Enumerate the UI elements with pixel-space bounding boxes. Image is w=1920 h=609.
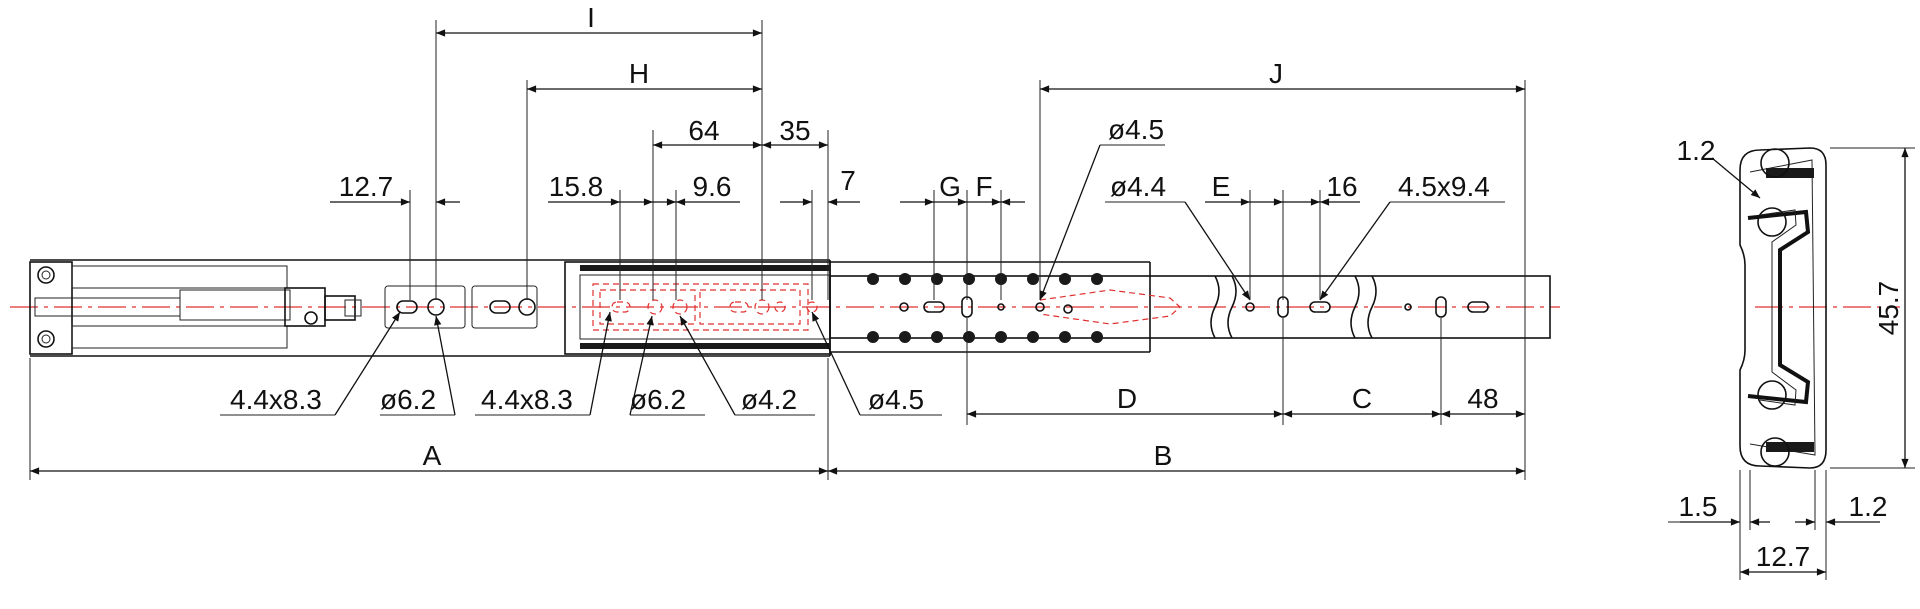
- cross-section-view: 45.7 1.2 1.5 1.2 12.7: [1668, 135, 1915, 580]
- break-line-2: [1227, 275, 1237, 339]
- right-holes: [1245, 296, 1489, 318]
- disconnect-lever-hidden: [1039, 289, 1181, 325]
- section-bar-bottom: [1766, 442, 1814, 452]
- dim-G: G: [939, 171, 961, 202]
- dim-1-2-top: 1.2: [1677, 135, 1716, 166]
- hidden-hole-2: [672, 299, 688, 315]
- slide-side-view: [10, 259, 1560, 357]
- section-ball-1: [1760, 148, 1790, 178]
- section-ball-4: [1760, 437, 1790, 467]
- dim-dia-4-4: ø4.4: [1110, 171, 1166, 202]
- dim-16: 16: [1326, 171, 1357, 202]
- dim-9-6: 9.6: [693, 171, 732, 202]
- break-line-3: [1350, 275, 1360, 339]
- break-line-4: [1367, 275, 1377, 339]
- dim-1-2-right: 1.2: [1849, 491, 1888, 522]
- dim-4-4x8-3-b: 4.4x8.3: [481, 384, 573, 415]
- dim-64: 64: [688, 115, 719, 146]
- ball-cage-hidden: [592, 283, 818, 331]
- break-line-1: [1210, 275, 1220, 339]
- bracket-hole-top: [37, 266, 55, 284]
- dim-B: B: [1154, 440, 1173, 471]
- dim-dia-4-2: ø4.2: [741, 384, 797, 415]
- middle-rail-bottom: [580, 343, 830, 349]
- dim-dia-6-2-b: ø6.2: [630, 384, 686, 415]
- dim-C: C: [1352, 383, 1372, 414]
- section-ball-2: [1757, 207, 1787, 237]
- middle-rail-top: [580, 265, 830, 271]
- dim-48: 48: [1467, 383, 1498, 414]
- ball-bearings-bottom: [867, 331, 1103, 343]
- ball-bearings-top: [867, 273, 1103, 285]
- outer-profile: [1739, 147, 1827, 469]
- dim-4-4x8-3-a: 4.4x8.3: [230, 384, 322, 415]
- bracket-hole-bottom: [37, 330, 55, 348]
- section-ball-3: [1757, 380, 1787, 410]
- dim-45-7: 45.7: [1873, 281, 1904, 336]
- dim-7: 7: [840, 165, 856, 196]
- dim-F: F: [975, 171, 992, 202]
- inner-member: [829, 275, 1551, 339]
- slot-4-4x8-3-a: [396, 300, 418, 314]
- left-bracket: [29, 261, 73, 355]
- lock-mechanism: [284, 287, 362, 327]
- dim-D: D: [1117, 383, 1137, 414]
- dim-J: J: [1269, 58, 1283, 89]
- dim-15-8: 15.8: [549, 171, 604, 202]
- dim-A: A: [423, 440, 442, 471]
- spring-hatch-top: [71, 265, 288, 289]
- dim-12-7-top: 12.7: [339, 171, 394, 202]
- dim-dia-4-5-bottom: ø4.5: [868, 384, 924, 415]
- dim-I: I: [587, 2, 595, 33]
- dim-12-7-bottom: 12.7: [1756, 541, 1811, 572]
- dim-4-5x9-4: 4.5x9.4: [1398, 171, 1490, 202]
- spring-hatch-bottom: [71, 325, 288, 349]
- section-bar-top: [1766, 168, 1814, 178]
- dim-dia-6-2-a: ø6.2: [380, 384, 436, 415]
- slot-4-4x8-3-b: [489, 300, 511, 314]
- dim-1-5: 1.5: [1679, 491, 1718, 522]
- dim-H: H: [629, 58, 649, 89]
- dim-dia-4-5-top: ø4.5: [1108, 114, 1164, 145]
- dim-35: 35: [779, 115, 810, 146]
- bottom-dimensions: 4.4x8.3 ø6.2 4.4x8.3 ø6.2 ø4.2 ø4.5 D C …: [29, 311, 1525, 480]
- dim-E: E: [1212, 171, 1231, 202]
- outer-slots: [384, 285, 538, 329]
- top-dimensions: I H J 64 35 7 12.7 15.8 9.6: [330, 2, 1526, 480]
- inner-profile: [1747, 209, 1811, 405]
- hidden-hole-1: [647, 299, 663, 315]
- hidden-slot-1: [611, 301, 631, 313]
